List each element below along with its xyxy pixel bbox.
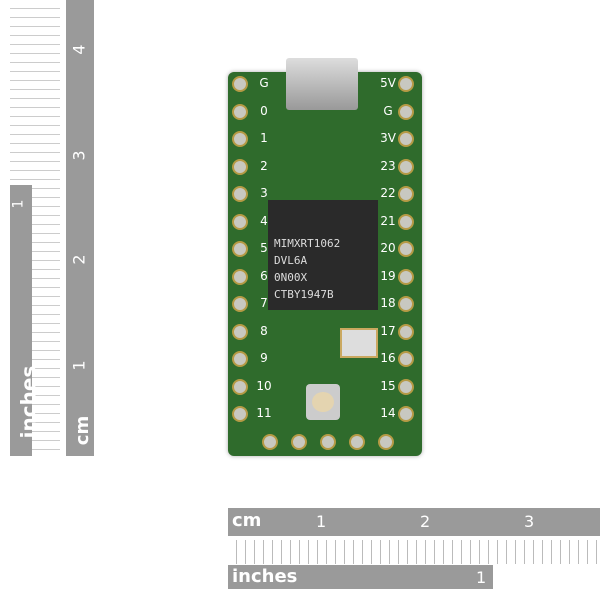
bottom-cm-tick-3: 3 (524, 512, 535, 531)
pin-label: 20 (380, 241, 396, 255)
pin-label: 15 (380, 378, 396, 393)
pin-label: 10 (256, 378, 272, 393)
left-inch-tick: 1 (10, 199, 27, 209)
pin-label: G (259, 76, 269, 90)
pin-label: 17 (380, 323, 396, 338)
pin-label: 8 (260, 323, 268, 338)
pin-pad (232, 323, 248, 340)
pin-pad (378, 434, 394, 450)
pin-pad (232, 213, 248, 230)
pin-label: 22 (380, 186, 396, 200)
pin-pad (398, 103, 414, 120)
pin-pad (232, 406, 248, 422)
left-cm-tick-1: 1 (69, 360, 89, 371)
pin-label: 5 (260, 241, 268, 255)
pin-label: 7 (260, 296, 268, 310)
pin-pad (398, 323, 414, 340)
processor-chip: MIMXRT1062 DVL6A 0N00X CTBY1947B (268, 200, 378, 310)
chip-line: MIMXRT1062 (274, 237, 341, 250)
chip-line: CTBY1947B (274, 288, 334, 301)
chip-line: DVL6A (274, 254, 308, 267)
pin-label: 3 (260, 186, 268, 200)
left-cm-tick-2: 2 (69, 254, 89, 265)
pin-pad (232, 351, 248, 367)
pin-label: 0 (260, 103, 268, 118)
left-cm-label: cm (72, 415, 94, 446)
pin-pad (232, 378, 248, 395)
bottom-inch-tick: 1 (476, 568, 487, 587)
pin-label: 1 (260, 131, 268, 145)
pin-label: 23 (380, 158, 396, 173)
left-cm-tick-4: 4 (69, 44, 89, 55)
pin-label: G (383, 103, 393, 118)
left-inch-ruler-band (10, 185, 32, 456)
left-inch-label: inches (16, 365, 41, 439)
pin-pad (320, 434, 336, 450)
bottom-cm-tick-1: 1 (316, 512, 327, 531)
chip-line: 0N00X (274, 271, 308, 284)
pin-label: 3V (380, 131, 396, 145)
bottom-inch-label: inches (232, 566, 298, 587)
pin-label: 19 (380, 268, 396, 283)
pin-pad (232, 158, 248, 175)
reset-button (306, 384, 340, 420)
pin-pad (232, 76, 248, 92)
pin-pad (398, 186, 414, 202)
pin-pad (398, 406, 414, 422)
pin-label: 11 (256, 406, 272, 420)
pin-label: 5V (380, 76, 396, 90)
pin-pad (349, 434, 365, 450)
pin-pad (232, 186, 248, 202)
pin-pad (398, 268, 414, 285)
pin-pad (232, 268, 248, 285)
pin-pad (291, 434, 307, 450)
pin-pad (232, 296, 248, 312)
pin-pad (398, 241, 414, 257)
pin-pad (398, 158, 414, 175)
pin-label: 16 (380, 351, 396, 365)
pin-pad (398, 351, 414, 367)
bottom-inch-ruler (228, 540, 600, 564)
pin-pad (262, 434, 278, 450)
left-cm-ruler (66, 0, 94, 456)
pin-label: 2 (260, 158, 268, 173)
pin-label: 4 (260, 213, 268, 228)
bottom-inch-band (228, 565, 493, 589)
pin-pad (398, 76, 414, 92)
pin-pad (398, 378, 414, 395)
pin-pad (232, 103, 248, 120)
bottom-cm-ruler (228, 508, 600, 536)
pin-label: 21 (380, 213, 396, 228)
crystal (340, 328, 378, 358)
pin-pad (232, 131, 248, 147)
pin-pad (398, 131, 414, 147)
bottom-cm-label: cm (232, 510, 262, 531)
pin-label: 18 (380, 296, 396, 310)
micro-usb-connector (286, 58, 358, 110)
pin-pad (232, 241, 248, 257)
bottom-pads (262, 434, 394, 450)
pin-pad (398, 213, 414, 230)
pin-pad (398, 296, 414, 312)
pin-label: 14 (380, 406, 396, 420)
left-cm-tick-3: 3 (69, 150, 89, 161)
bottom-cm-tick-2: 2 (420, 512, 431, 531)
pin-label: 9 (260, 351, 268, 365)
pin-label: 6 (260, 268, 268, 283)
